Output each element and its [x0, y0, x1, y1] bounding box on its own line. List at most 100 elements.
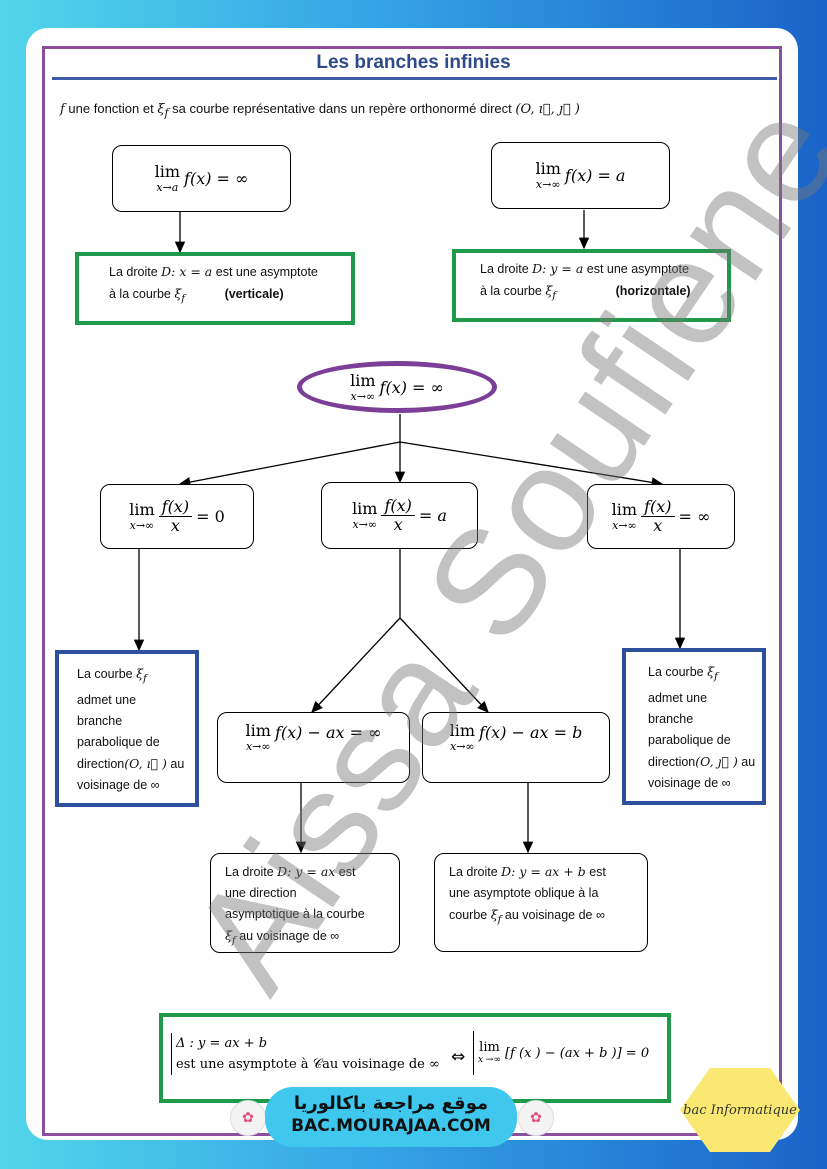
lim-word: lim [154, 162, 181, 181]
text: La droite [449, 865, 502, 879]
text: au [166, 756, 185, 771]
frac-rhs: = a [418, 506, 447, 525]
math: D: y = ax [277, 864, 336, 879]
arrow-to-diff-b [399, 617, 489, 713]
math: ξ [136, 666, 143, 681]
math: D: y = ax + b [501, 864, 586, 879]
arrow-to-diff-inf [311, 617, 401, 713]
lim-under: x→∞ [450, 740, 475, 753]
text: est une asymptote [583, 262, 689, 276]
text: La droite [480, 262, 533, 276]
iff-symbol: ⇔ [451, 1047, 466, 1067]
math-sub: f [497, 913, 502, 926]
math: ξ [174, 286, 182, 301]
intro-text1: une fonction et [64, 101, 158, 116]
text: admet une [77, 692, 137, 707]
text: à la courbe [480, 284, 546, 298]
frac-den: x [170, 516, 180, 535]
text: une direction [225, 886, 297, 900]
frac-den: x [653, 516, 663, 535]
math-sub: f [181, 292, 186, 305]
text: parabolique de [77, 734, 160, 749]
qualifier-horizontale: (horizontale) [615, 284, 691, 298]
math-sub: f [552, 289, 557, 302]
text: courbe [449, 908, 491, 922]
text: au voisinage de ∞ [501, 908, 605, 922]
lim-under: x →∞ [478, 1055, 501, 1065]
lim-word: lim [245, 721, 271, 740]
lim-under: x→∞ [350, 389, 376, 403]
intro-frame: (O, ı⃗, ȷ⃗ ) [515, 102, 580, 117]
math: (O, ȷ⃗ ) [695, 753, 738, 769]
bac-informatique-logo: bac Informatique [680, 1068, 800, 1152]
intro-text2: sa courbe représentative dans un repère … [168, 101, 516, 116]
lim-expr: f(x) = ∞ [184, 169, 249, 188]
frac-den: x [393, 515, 403, 534]
frac-num: f(x) [381, 496, 415, 516]
page-card [26, 28, 798, 1140]
text: est [335, 865, 356, 879]
delta-line: Δ : y = ax + b [176, 1036, 268, 1051]
lim-expr: f(x) − ax = b [479, 723, 583, 742]
equivalence-left: Δ : y = ax + b est une asymptote à 𝒞au v… [171, 1033, 440, 1075]
horizontal-asymptote-box: La droite D: y = a est une asymptote à l… [452, 249, 731, 322]
text: La courbe [648, 665, 708, 679]
math: ξ [707, 664, 714, 679]
lim-expr: [f (x ) − (ax + b )] = 0 [504, 1045, 650, 1061]
asymptote-line: est une asymptote à 𝒞au voisinage de ∞ [176, 1057, 440, 1072]
math: (O, ı⃗ ) [124, 755, 167, 771]
site-url[interactable]: BAC.MOURAJAA.COM [291, 1116, 491, 1136]
text: branche [648, 711, 694, 726]
text: branche [77, 713, 123, 728]
frac-rhs: = 0 [196, 507, 225, 526]
math-sub: f [142, 672, 147, 685]
text: La droite [109, 265, 162, 279]
text: asymptotique à la courbe [225, 907, 365, 921]
math-sub: f [231, 934, 236, 947]
lim-word: lim [129, 500, 155, 519]
text: au voisinage de ∞ [235, 929, 340, 943]
text: parabolique de [648, 732, 731, 747]
oblique-asymptote-box: La droite D: y = ax + b est une asymptot… [434, 853, 648, 952]
lim-word: lim [535, 159, 561, 178]
parabolic-branch-i-box: La courbe ξf admet une branche paraboliq… [55, 650, 199, 807]
frac-num: f(x) [158, 497, 193, 517]
vertical-asymptote-box: La droite D: x = a est une asymptote à l… [75, 252, 355, 325]
qualifier-verticale: (verticale) [224, 287, 284, 301]
lim-expr: f(x) = ∞ [379, 377, 444, 397]
text: une asymptote oblique à la [449, 886, 599, 900]
math: ξ [225, 928, 232, 943]
lim-expr: f(x) = a [564, 166, 626, 185]
center-limit-ellipse [297, 361, 497, 413]
text: est une asymptote [212, 265, 318, 279]
arrow-to-ratio-zero [178, 441, 401, 488]
lim-under: x→a [156, 181, 179, 194]
text: est [585, 865, 606, 879]
lim-word: lim [479, 1040, 500, 1055]
lim-expr: f(x) − ax = ∞ [274, 723, 382, 742]
text: au [737, 754, 756, 769]
frac-num: f(x) [641, 497, 675, 517]
intro-f: f [60, 102, 65, 117]
math: D: x = a [161, 264, 213, 279]
intro-sentence: f une fonction et ξf sa courbe représent… [60, 101, 580, 120]
site-banner[interactable]: موقع مراجعة باكالوريا BAC.MOURAJAA.COM [265, 1087, 517, 1147]
frac-rhs: = ∞ [678, 507, 711, 526]
asymptotic-direction-box: La droite D: y = ax est une direction as… [210, 853, 400, 953]
math: D: y = a [532, 261, 584, 276]
lim-under: x→∞ [352, 518, 378, 531]
text: voisinage de ∞ [77, 777, 160, 792]
intro-xi-sub: f [164, 106, 169, 120]
site-logo-right-icon: ✿ [518, 1100, 554, 1136]
lim-under: x→∞ [129, 519, 155, 532]
text: à la courbe [109, 287, 175, 301]
